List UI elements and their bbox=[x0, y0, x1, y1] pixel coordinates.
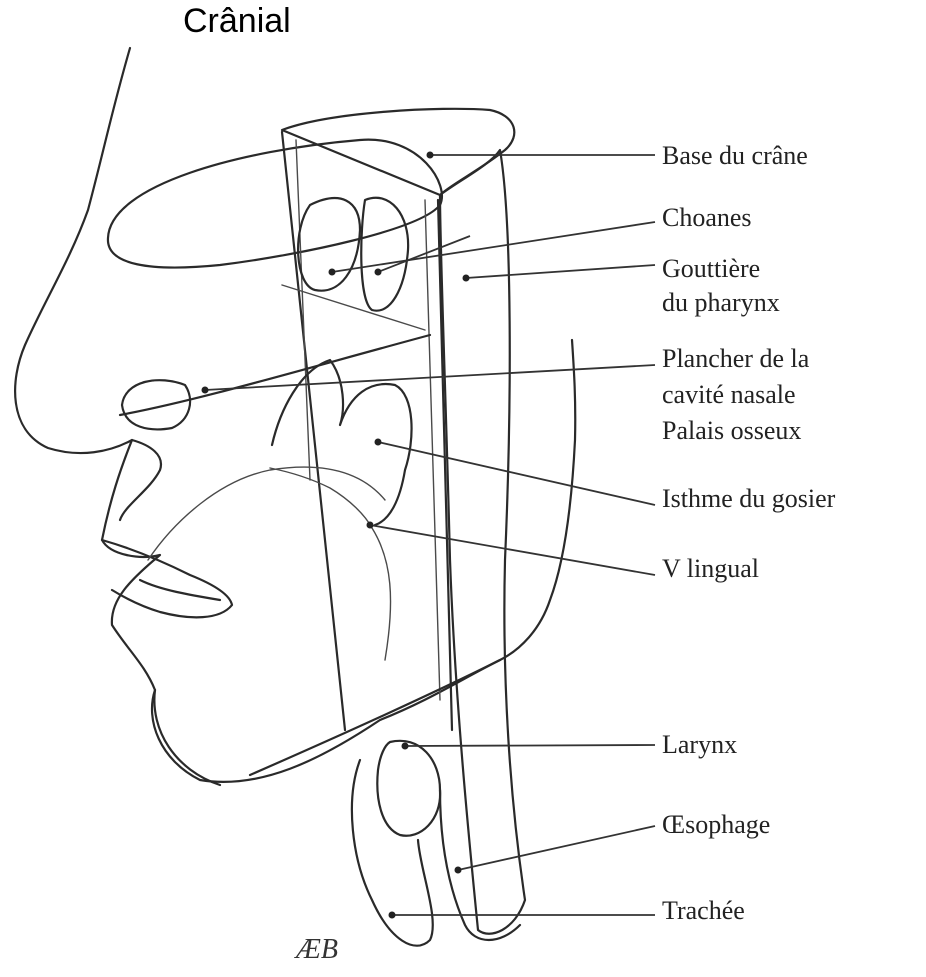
dot-isthme bbox=[375, 439, 382, 446]
mouth-lips bbox=[102, 540, 232, 617]
upper-lip bbox=[120, 440, 161, 520]
dot-choanes-right bbox=[375, 269, 382, 276]
label-isthme-du-gosier: Isthme du gosier bbox=[662, 484, 835, 513]
leader-lines bbox=[202, 152, 656, 919]
label-v-lingual: V lingual bbox=[662, 554, 759, 583]
label-plancher-line2: cavité nasale bbox=[662, 380, 796, 409]
leader-isthme bbox=[378, 442, 655, 505]
dot-gouttiere bbox=[463, 275, 470, 282]
leader-gouttiere bbox=[466, 265, 655, 278]
nasal-floor-palate bbox=[120, 335, 430, 415]
label-gouttiere-line2: du pharynx bbox=[662, 288, 780, 317]
label-base-du-crane: Base du crâne bbox=[662, 141, 808, 170]
label-plancher-line1: Plancher de la bbox=[662, 344, 809, 373]
leader-choanes bbox=[332, 222, 655, 272]
tongue-dorsum bbox=[148, 467, 385, 560]
leader-choanes-right bbox=[378, 236, 470, 272]
label-oesophage: Œsophage bbox=[662, 810, 770, 839]
choana-left bbox=[298, 198, 360, 291]
dot-trachee bbox=[389, 912, 396, 919]
label-gouttiere-line1: Gouttière bbox=[662, 254, 760, 283]
label-larynx: Larynx bbox=[662, 730, 737, 759]
palate-lobe bbox=[122, 380, 190, 429]
dot-plancher bbox=[202, 387, 209, 394]
dot-choanes-left bbox=[329, 269, 336, 276]
pharynx-front-line-right2 bbox=[425, 200, 440, 700]
chin-contour bbox=[154, 690, 220, 785]
label-palais-osseux: Palais osseux bbox=[662, 416, 801, 445]
dot-v-lingual bbox=[367, 522, 374, 529]
leader-oesophage bbox=[458, 826, 655, 870]
choana-right bbox=[361, 198, 408, 311]
label-choanes: Choanes bbox=[662, 203, 752, 232]
tongue-root bbox=[372, 528, 391, 660]
leader-larynx bbox=[405, 745, 655, 746]
artist-signature: ÆB bbox=[296, 934, 338, 966]
pharynx-front-line-right bbox=[438, 200, 452, 730]
dot-oesophage bbox=[455, 867, 462, 874]
pharynx-posterior-wall bbox=[440, 150, 525, 934]
dot-larynx bbox=[402, 743, 409, 750]
pharynx-front-line-mid bbox=[296, 140, 310, 480]
skull-base-surface bbox=[282, 109, 514, 195]
pharynx-front-line-left bbox=[282, 132, 345, 730]
larynx-shape bbox=[377, 741, 440, 836]
dot-base-du-crane bbox=[427, 152, 434, 159]
leader-v-lingual bbox=[370, 525, 655, 575]
label-trachee: Trachée bbox=[662, 896, 745, 925]
